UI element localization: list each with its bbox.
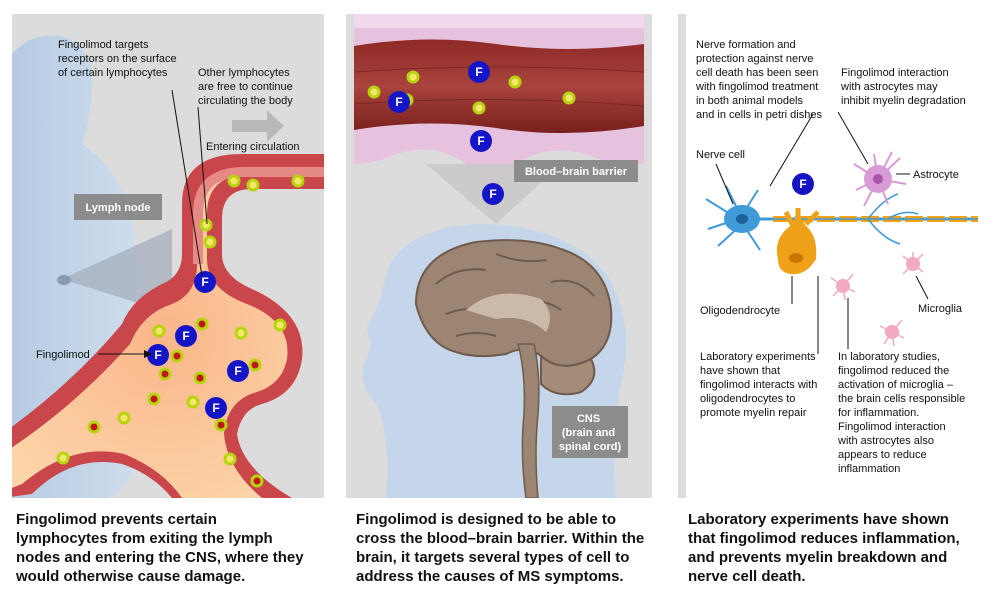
- panel-blood-brain-barrier: F F F F Blood–brain barrier CNS (brain a…: [346, 14, 652, 498]
- lymphocytes-retained: [87, 317, 264, 488]
- fingolimod-molecules: F F F F F: [147, 271, 249, 419]
- lymph-node-dot: [57, 275, 71, 285]
- lymph-vessel: [12, 154, 324, 498]
- svg-text:F: F: [395, 95, 402, 109]
- svg-text:F: F: [799, 177, 806, 191]
- cns-label: CNS (brain and spinal cord): [559, 413, 622, 453]
- svg-text:F: F: [182, 329, 189, 343]
- targets-label: Fingolimod targets receptors on the surf…: [58, 39, 180, 79]
- entering-circulation-label: Entering circulation: [206, 141, 300, 153]
- svg-text:F: F: [489, 187, 496, 201]
- lab-microglia-label: In laboratory studies, fingolimod reduce…: [837, 351, 968, 475]
- lab-oligodendrocyte-label: Laboratory experiments have shown that f…: [700, 351, 820, 419]
- entering-circulation-arrow: [232, 110, 284, 142]
- lymphocytes-free: [56, 174, 305, 466]
- caption-blood-brain-barrier: Fingolimod is designed to be able to cro…: [356, 511, 645, 585]
- brain-illustration: F F F F Blood–brain barrier CNS (brain a…: [353, 14, 645, 498]
- caption-cell-effects: Laboratory experiments have shown that f…: [688, 511, 960, 585]
- astrocyte-interaction-label: Fingolimod interaction with astrocytes m…: [840, 67, 966, 107]
- lymph-node-label-box: [74, 194, 162, 220]
- lymph-node-label: Lymph node: [86, 202, 151, 214]
- svg-text:F: F: [201, 275, 208, 289]
- nerve-cell-label: Nerve cell: [696, 149, 745, 161]
- nerve-formation-label: Nerve formation and protection against n…: [695, 39, 822, 121]
- panel-cell-effects: F Nerve formation and protection against…: [678, 14, 990, 498]
- blood-brain-barrier-label: Blood–brain barrier: [525, 166, 628, 178]
- microglia-label: Microglia: [918, 303, 963, 315]
- svg-text:F: F: [234, 364, 241, 378]
- spinal-cord: [517, 343, 540, 498]
- other-lymphocytes-label: Other lymphocytes are free to continue c…: [198, 67, 296, 107]
- lymph-node-illustration: F F F F F Fingolimod targets receptors o…: [12, 35, 324, 498]
- cerebellum: [540, 353, 596, 396]
- nerve-cell: [705, 185, 761, 251]
- fingolimod-molecule: F: [792, 173, 814, 195]
- fingolimod-molecules: F F F F: [388, 61, 504, 205]
- caption-lymph-node: Fingolimod prevents certain lymphocytes …: [16, 511, 304, 585]
- oligodendrocyte: [776, 208, 820, 275]
- oligodendrocyte-label: Oligodendrocyte: [700, 305, 780, 317]
- panel-lymph-node: F F F F F Fingolimod targets receptors o…: [12, 14, 324, 498]
- svg-text:F: F: [212, 401, 219, 415]
- svg-text:F: F: [475, 65, 482, 79]
- fingolimod-label: Fingolimod: [36, 349, 90, 361]
- lymph-node-callout: [62, 229, 172, 314]
- svg-text:F: F: [477, 134, 484, 148]
- cell-effects-illustration: F Nerve formation and protection against…: [686, 14, 990, 498]
- blood-vessel: [354, 39, 644, 134]
- astrocyte-label: Astrocyte: [913, 169, 959, 181]
- svg-text:F: F: [154, 348, 161, 362]
